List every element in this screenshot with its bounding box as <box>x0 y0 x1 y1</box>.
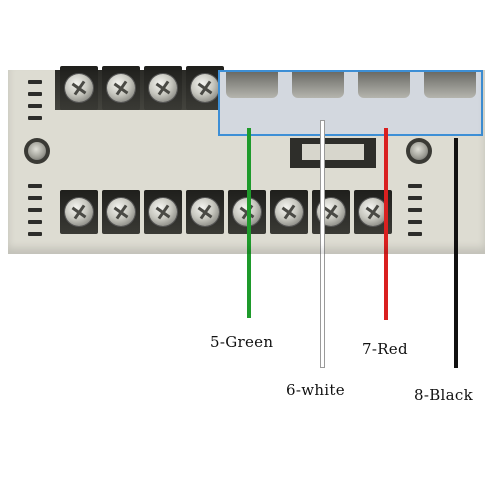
panel-terminal <box>424 72 476 98</box>
vent-slot <box>408 220 422 224</box>
screw-icon <box>191 74 219 102</box>
screw-icon <box>149 74 177 102</box>
housing-notch-inner <box>302 144 364 160</box>
vent-slot <box>408 232 422 236</box>
mounting-screw-icon <box>410 142 428 160</box>
red-wire <box>384 128 388 320</box>
vent-slot <box>408 196 422 200</box>
bottom-terminal <box>102 190 140 234</box>
highlighted-terminal-panel <box>218 70 483 136</box>
bottom-terminal <box>186 190 224 234</box>
black-wire <box>454 138 458 368</box>
top-terminal <box>186 66 224 110</box>
screw-icon <box>275 198 303 226</box>
mounting-screw-icon <box>28 142 46 160</box>
bottom-terminal <box>60 190 98 234</box>
screw-icon <box>65 198 93 226</box>
vent-slot <box>28 92 42 96</box>
black-wire-label: 8-Black <box>414 386 473 404</box>
top-terminal <box>102 66 140 110</box>
white-wire-label: 6-white <box>286 381 345 399</box>
bottom-terminal <box>312 190 350 234</box>
bottom-terminal <box>270 190 308 234</box>
vent-slot <box>28 232 42 236</box>
vent-slot <box>28 104 42 108</box>
vent-slot <box>408 208 422 212</box>
panel-terminal <box>292 72 344 98</box>
screw-icon <box>107 198 135 226</box>
top-terminal <box>144 66 182 110</box>
red-wire-label: 7-Red <box>362 340 408 358</box>
vent-slot <box>28 184 42 188</box>
screw-icon <box>107 74 135 102</box>
green-wire-label: 5-Green <box>210 333 274 351</box>
top-terminal <box>60 66 98 110</box>
screw-icon <box>149 198 177 226</box>
panel-terminal <box>358 72 410 98</box>
green-wire <box>247 128 251 318</box>
bottom-terminal <box>144 190 182 234</box>
screw-icon <box>191 198 219 226</box>
panel-terminal <box>226 72 278 98</box>
vent-slot <box>28 80 42 84</box>
screw-icon <box>65 74 93 102</box>
vent-slot <box>28 208 42 212</box>
vent-slot <box>408 184 422 188</box>
vent-slot <box>28 196 42 200</box>
white-wire <box>320 120 325 368</box>
screw-icon <box>359 198 387 226</box>
vent-slot <box>28 220 42 224</box>
vent-slot <box>28 116 42 120</box>
